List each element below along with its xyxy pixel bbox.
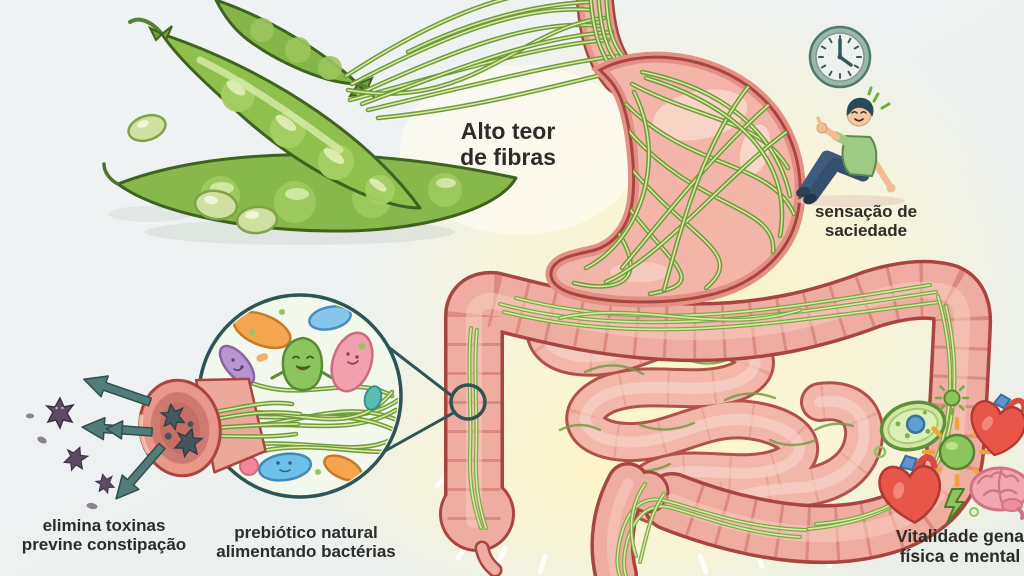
exit-arrows	[79, 368, 172, 507]
stomach-illustration	[551, 57, 800, 302]
lightning-icon	[944, 488, 965, 524]
cell-icon	[879, 400, 947, 452]
toxin-specks	[26, 413, 98, 510]
vitality-icons	[873, 380, 1024, 528]
label-toxins-line2: previne constipação	[21, 535, 187, 555]
sparkle-dashes	[867, 86, 891, 110]
label-toxins-line1: elimina toxinas	[42, 516, 166, 535]
heart-icon	[876, 454, 945, 528]
label-vitality-line1: Vitalidade gena	[895, 526, 1024, 546]
callout-marker-ring	[449, 383, 487, 421]
clock-ticks	[818, 35, 862, 79]
label-prebiotic: prebiótico natural alimentando bactérias	[216, 523, 396, 562]
hair	[846, 97, 874, 117]
label-prebiotic-line1: prebiótico natural	[234, 523, 378, 542]
pea-pods-illustration	[102, 0, 518, 245]
bacteria	[218, 301, 383, 482]
pea-pod-front	[128, 17, 422, 210]
label-vitality: Vitalidade gena física e mental	[895, 526, 1024, 567]
label-vitality-line2: física e mental	[899, 545, 1021, 566]
label-satiety: sensação de saciedade	[815, 202, 917, 241]
sitting-person	[796, 86, 905, 207]
label-satiety-line2: saciedade	[824, 221, 908, 241]
green-ring	[873, 445, 887, 459]
toxin-stars-inside	[159, 401, 205, 461]
label-prebiotic-line2: alimentando bactérias	[216, 542, 396, 562]
label-toxins: elimina toxinas previne constipação	[22, 516, 186, 555]
green-ring	[969, 507, 979, 517]
sun-icon-small	[934, 380, 970, 416]
tube-entry-fibers	[209, 400, 303, 439]
toxin-stars	[26, 397, 117, 510]
label-high-fiber-line2: de fibras	[460, 144, 556, 171]
callout-lines	[383, 344, 457, 453]
loose-peas	[127, 113, 279, 235]
clock-icon	[808, 25, 872, 89]
ground-shadow	[797, 195, 905, 207]
brain-icon	[969, 466, 1024, 520]
label-satiety-line1: sensação de	[814, 202, 918, 221]
label-high-fiber: Alto teor de fibras	[460, 118, 556, 170]
label-high-fiber-line1: Alto teor	[460, 118, 556, 144]
